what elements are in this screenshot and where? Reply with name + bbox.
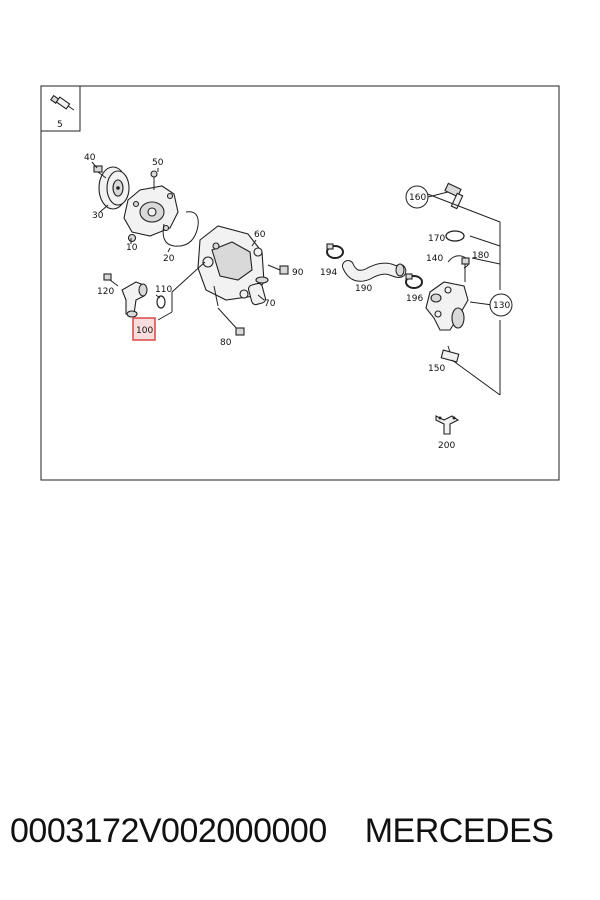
bracket-200-icon <box>435 415 460 435</box>
bolt-80-icon <box>217 307 245 336</box>
t-fitting-icon <box>121 281 148 318</box>
callout-130: 130 <box>493 301 510 311</box>
o-ring-170-icon <box>445 230 465 242</box>
bolt-90-icon <box>267 264 289 275</box>
callout-60: 60 <box>254 230 266 240</box>
callout-160: 160 <box>409 193 426 203</box>
part-number: 0003172V002000000 <box>10 812 327 850</box>
corner-label: 5 <box>57 120 63 130</box>
housing-icon <box>197 225 265 301</box>
callout-110: 110 <box>155 285 172 295</box>
sensor-160-icon <box>444 182 464 210</box>
callout-140: 140 <box>426 254 443 264</box>
bolt-180-icon <box>461 257 470 282</box>
bolt-120-icon <box>103 273 119 287</box>
highlight-box-100 <box>132 317 156 341</box>
bolt-icon <box>93 165 107 179</box>
callout-70: 70 <box>264 299 276 309</box>
callout-190: 190 <box>355 284 372 294</box>
callout-50: 50 <box>152 158 164 168</box>
hose-clamp-196-icon <box>405 273 423 289</box>
callout-90: 90 <box>292 268 304 278</box>
pulley-icon <box>98 166 130 210</box>
callout-150: 150 <box>428 364 445 374</box>
cap-icon <box>247 276 269 306</box>
brand-name: MERCEDES <box>364 812 554 850</box>
callout-196: 196 <box>406 294 423 304</box>
callout-circle-130 <box>489 293 513 317</box>
callout-194: 194 <box>320 268 337 278</box>
o-ring-icon <box>156 295 166 309</box>
diagram-frame <box>40 85 560 481</box>
callout-170: 170 <box>428 234 445 244</box>
caption: 0003172V002000000 MERCEDES <box>10 812 595 862</box>
thermostat-housing-icon <box>425 281 469 331</box>
sensor-icon <box>50 94 75 111</box>
corner-label-box <box>40 85 81 132</box>
callout-10: 10 <box>126 243 138 253</box>
callout-200: 200 <box>438 441 455 451</box>
water-pump-icon <box>123 170 179 243</box>
connector-150-icon <box>440 345 460 363</box>
hose-clamp-194-icon <box>326 243 344 259</box>
callout-40: 40 <box>84 153 96 163</box>
callout-120: 120 <box>97 287 114 297</box>
callout-circle-160 <box>405 185 429 209</box>
hose-190-icon <box>342 260 407 282</box>
callout-20: 20 <box>163 254 175 264</box>
callout-180: 180 <box>472 251 489 261</box>
callout-30: 30 <box>92 211 104 221</box>
callout-100: 100 <box>136 326 153 336</box>
gasket-icon <box>162 211 199 247</box>
callout-80: 80 <box>220 338 232 348</box>
